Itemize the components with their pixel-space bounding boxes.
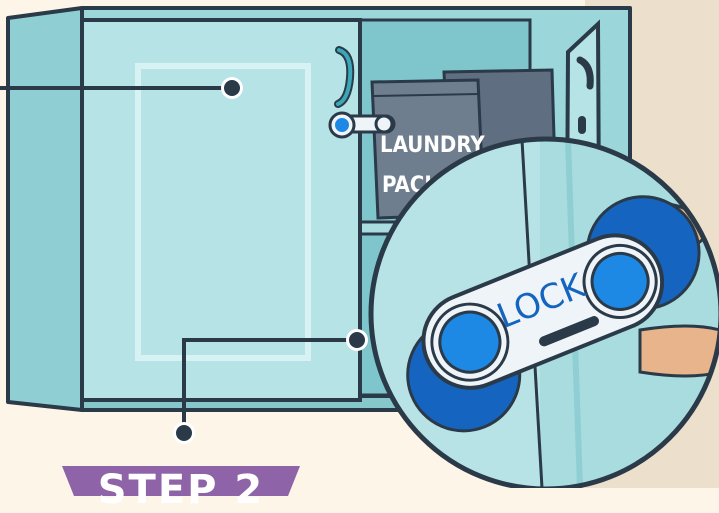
- cabinet-left-side: [8, 8, 82, 410]
- step-banner: STEP 2: [62, 466, 300, 496]
- magnifier: LOCK: [370, 139, 719, 488]
- step-label: STEP 2: [62, 470, 300, 510]
- cabinet-door-left: [82, 20, 360, 400]
- cabinet-lock-illustration: LAUNDRY PACKETS: [0, 0, 719, 488]
- cabinet-lock-icon-small: [330, 113, 394, 137]
